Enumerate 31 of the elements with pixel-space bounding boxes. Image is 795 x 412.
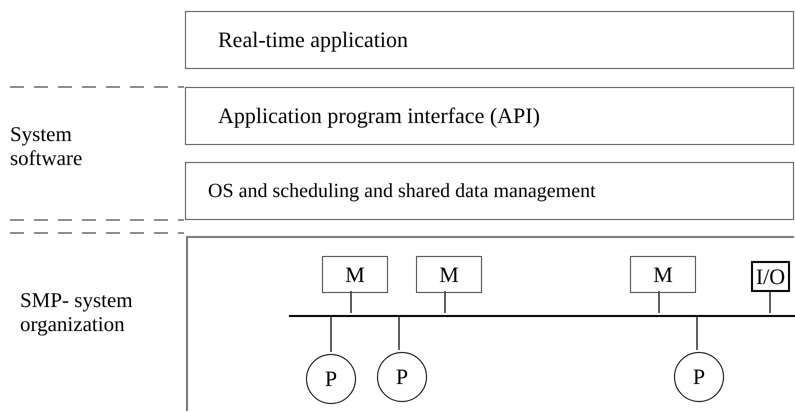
module-box bbox=[416, 256, 482, 293]
node-label: OS and scheduling and shared data management bbox=[208, 180, 596, 202]
processor-circle bbox=[306, 354, 356, 404]
node-label: M bbox=[653, 262, 673, 288]
node-label: Application program interface (API) bbox=[218, 103, 540, 129]
connector-line bbox=[330, 315, 332, 352]
layer-box bbox=[185, 11, 794, 69]
section-label: SMP- system organization bbox=[20, 288, 134, 336]
connector-line bbox=[769, 290, 771, 313]
connector-line bbox=[658, 291, 660, 313]
connector-line bbox=[696, 315, 698, 350]
node-label: M bbox=[345, 262, 365, 288]
layer-box bbox=[185, 87, 794, 145]
node-label: M bbox=[439, 262, 459, 288]
node-label: I/O bbox=[756, 264, 786, 290]
module-box bbox=[322, 256, 388, 293]
node-label: P bbox=[692, 364, 706, 390]
bus-line bbox=[289, 315, 795, 317]
node-label: P bbox=[396, 364, 408, 390]
connector-line bbox=[350, 291, 352, 313]
section-label: System software bbox=[10, 122, 84, 170]
module-box bbox=[630, 256, 696, 293]
module-box bbox=[751, 261, 790, 292]
processor-circle bbox=[377, 352, 427, 402]
layer-box bbox=[185, 162, 794, 220]
connector-line bbox=[398, 315, 400, 350]
node-label: P bbox=[324, 366, 338, 392]
node-label: Real-time application bbox=[218, 27, 408, 53]
system-panel bbox=[186, 236, 794, 411]
connector-line bbox=[444, 291, 446, 313]
processor-circle bbox=[674, 352, 724, 402]
